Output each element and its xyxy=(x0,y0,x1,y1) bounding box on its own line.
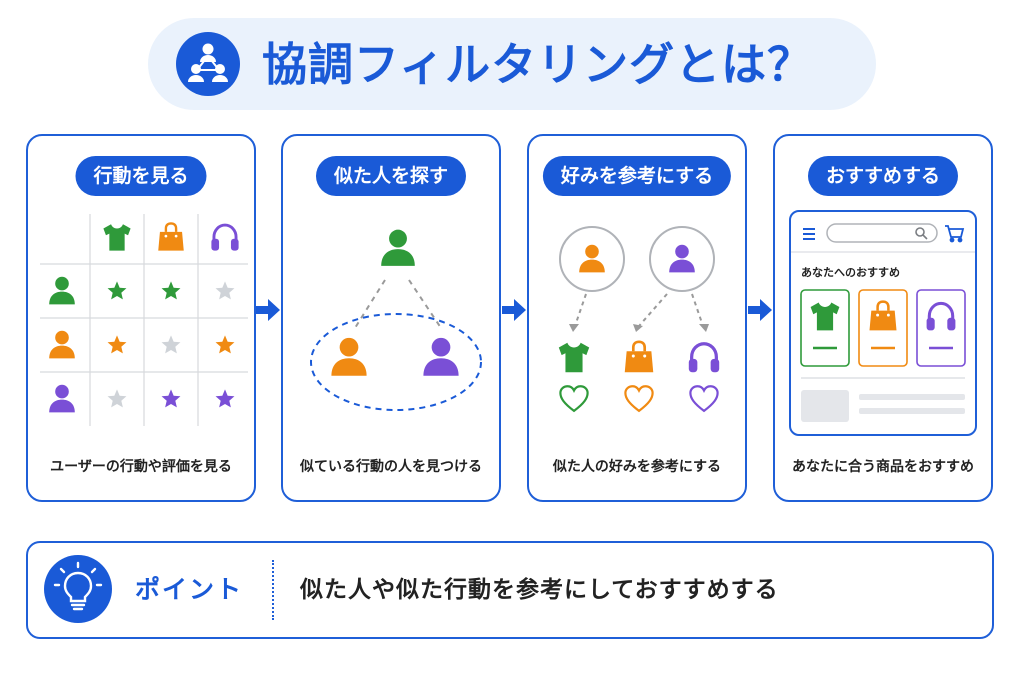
cart-icon xyxy=(945,225,965,243)
tshirt-icon xyxy=(558,342,590,373)
bag-icon xyxy=(157,222,185,252)
step-label-observe: 行動を見る xyxy=(75,156,207,196)
point-box xyxy=(26,541,994,639)
star-icon xyxy=(107,335,127,354)
network-users-icon xyxy=(176,32,240,96)
star-icon xyxy=(161,281,181,300)
star-icon xyxy=(215,281,235,300)
user-purple-icon xyxy=(49,384,75,413)
search-input xyxy=(826,223,938,243)
step-card-recommend: おすすめする xyxy=(773,134,993,502)
star-icon xyxy=(161,335,181,354)
product-card xyxy=(916,289,966,367)
heart-icon xyxy=(689,385,719,413)
headphones-icon xyxy=(209,223,241,253)
preferences-diagram xyxy=(558,226,721,413)
user-orange-icon xyxy=(49,330,75,359)
point-label: ポイント xyxy=(135,575,244,604)
rating-matrix xyxy=(40,214,248,426)
user-green-icon xyxy=(381,229,415,266)
star-icon xyxy=(107,389,127,408)
arrow-right-icon xyxy=(256,299,280,321)
user-green-icon xyxy=(49,276,75,305)
lightbulb-icon xyxy=(44,555,112,623)
step-card-reference-preferences: 好みを参考にする 似た人の好みを参考にする xyxy=(527,134,747,502)
star-icon xyxy=(215,389,235,408)
search-icon xyxy=(915,227,928,240)
star-icon xyxy=(107,281,127,300)
step-card-observe: 行動を見る ユーザーの行動や評価を見る xyxy=(26,134,256,502)
headphones-icon xyxy=(687,342,721,374)
heart-icon xyxy=(624,385,654,413)
step-caption-reference-preferences: 似た人の好みを参考にする xyxy=(552,459,722,475)
star-icon xyxy=(161,389,181,408)
page-title: 協調フィルタリングとは？ xyxy=(262,38,814,91)
hamburger-menu-icon xyxy=(803,228,815,240)
bag-icon xyxy=(623,340,655,374)
step-caption-find-similar: 似ている行動の人を見つける xyxy=(300,459,482,475)
user-orange-icon xyxy=(331,337,367,376)
heart-icon xyxy=(559,385,589,413)
step-card-find-similar: 似た人を探す 似ている行動の人を見つける xyxy=(281,134,501,502)
tshirt-icon xyxy=(103,224,131,251)
arrow-right-icon xyxy=(502,299,526,321)
similar-users-diagram xyxy=(310,229,482,411)
user-purple-icon xyxy=(423,337,459,376)
step-label-find-similar: 似た人を探す xyxy=(315,156,467,196)
recommend-section-title: あなたへのおすすめ xyxy=(801,266,900,279)
step-label-recommend: おすすめする xyxy=(807,156,959,196)
arrow-right-icon xyxy=(748,299,772,321)
star-icon xyxy=(215,335,235,354)
title-banner xyxy=(148,18,876,110)
step-label-reference-preferences: 好みを参考にする xyxy=(542,156,732,196)
point-divider xyxy=(272,560,274,620)
step-caption-observe: ユーザーの行動や評価を見る xyxy=(50,459,232,475)
shop-screen-mock: あなたへのおすすめ xyxy=(789,210,977,436)
point-text: 似た人や似た行動を参考にしておすすめする xyxy=(300,577,779,603)
step-caption-recommend: あなたに合う商品をおすすめ xyxy=(792,459,974,475)
